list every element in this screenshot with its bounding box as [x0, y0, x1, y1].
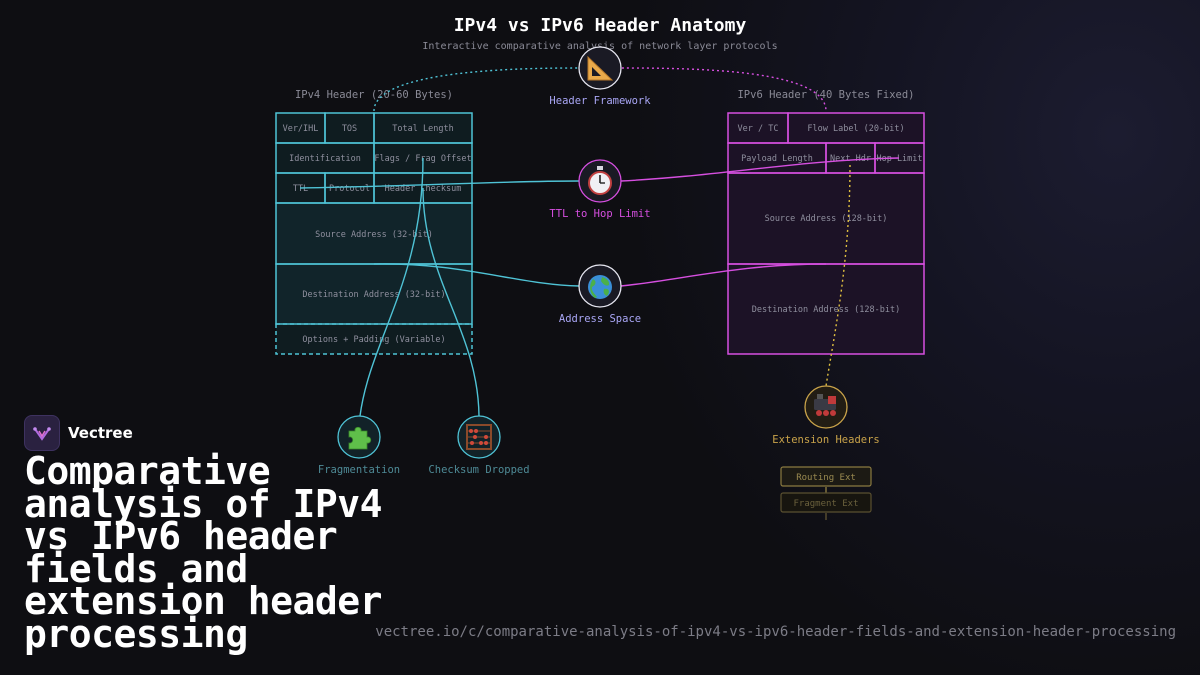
brand-name: Vectree: [68, 424, 133, 442]
triangular-ruler-icon: [587, 55, 614, 81]
ipv4-cell-options[interactable]: [275, 323, 473, 355]
ipv4-dst-text: Destination Address (32-bit): [302, 290, 445, 300]
connector-ttl-ipv4: [299, 180, 580, 189]
node-checksum-label: Checksum Dropped: [428, 464, 529, 476]
connector-fragmentation: [359, 157, 424, 417]
ipv4-protocol-text: Protocol: [329, 184, 370, 194]
globe-icon: [588, 275, 612, 299]
puzzle-piece-icon: [348, 426, 372, 450]
chip-routing-ext[interactable]: Routing Ext: [780, 466, 872, 487]
connectors: [299, 67, 900, 520]
connector-checksum: [422, 187, 480, 417]
ipv6-flow-label-text: Flow Label (20-bit): [807, 124, 904, 134]
connector-framework-ipv4: [373, 67, 579, 112]
chip-routing-ext-label: Routing Ext: [796, 473, 856, 483]
node-address-space-label: Address Space: [559, 313, 641, 325]
connector-framework-ipv6: [621, 67, 827, 112]
ipv6-hop-limit-text: Hop Limit: [876, 154, 922, 164]
ipv4-identification-text: Identification: [289, 154, 361, 164]
vectree-logo-icon: [24, 415, 60, 451]
ipv4-total-length-text: Total Length: [392, 124, 453, 134]
chip-routing-ext-box: [780, 466, 872, 487]
connector-address-ipv6: [620, 263, 827, 287]
node-extension-headers[interactable]: Extension Headers: [772, 385, 880, 446]
ipv6-ver-tc-text: Ver / TC: [738, 124, 779, 134]
ipv6-header-label: IPv6 Header (40 Bytes Fixed): [737, 89, 914, 101]
ipv6-payload-length-text: Payload Length: [741, 154, 813, 164]
ipv4-ttl-text: TTL: [293, 184, 308, 194]
ipv4-tos-text: TOS: [342, 124, 357, 134]
page-url[interactable]: vectree.io/c/comparative-analysis-of-ipv…: [375, 624, 1176, 640]
stopwatch-icon: [588, 166, 612, 195]
node-header-framework-label: Header Framework: [549, 95, 651, 107]
chip-fragment-ext-box: [780, 492, 872, 513]
ipv4-options-text: Options + Padding (Variable): [302, 335, 445, 345]
abacus-icon: [466, 424, 492, 450]
node-header-framework[interactable]: Header Framework: [549, 46, 651, 107]
ipv4-header-table: Ver/IHL TOS Total Length Identification …: [275, 112, 473, 355]
node-fragmentation-label: Fragmentation: [318, 464, 400, 476]
connector-extension: [825, 164, 851, 387]
ipv6-src-text: Source Address (128-bit): [765, 214, 888, 224]
ipv6-dst-text: Destination Address (128-bit): [752, 305, 900, 315]
ipv4-header-label: IPv4 Header (20-60 Bytes): [295, 89, 453, 101]
brand[interactable]: Vectree: [24, 415, 133, 451]
node-fragmentation[interactable]: Fragmentation: [318, 415, 400, 476]
connector-ttl-ipv6: [620, 157, 900, 182]
ipv6-next-hdr-text: Next Hdr: [830, 154, 871, 164]
node-ttl-label: TTL to Hop Limit: [549, 208, 650, 220]
ipv6-header-table: Ver / TC Flow Label (20-bit) Payload Len…: [727, 112, 925, 355]
chip-fragment-ext[interactable]: Fragment Ext: [780, 492, 872, 513]
node-extension-label: Extension Headers: [772, 434, 879, 446]
node-address-space[interactable]: Address Space: [559, 264, 641, 325]
headline: Comparative analysis of IPv4 vs IPv6 hea…: [24, 449, 383, 656]
ipv4-ver-ihl-text: Ver/IHL: [283, 124, 319, 134]
chip-fragment-ext-label: Fragment Ext: [793, 499, 858, 509]
connector-address-ipv4: [373, 263, 580, 287]
locomotive-icon: [814, 394, 836, 416]
ipv4-src-text: Source Address (32-bit): [315, 230, 433, 240]
diagram-title: IPv4 vs IPv6 Header Anatomy: [454, 15, 747, 36]
node-ttl[interactable]: TTL to Hop Limit: [549, 159, 651, 220]
node-checksum[interactable]: Checksum Dropped: [428, 415, 530, 476]
